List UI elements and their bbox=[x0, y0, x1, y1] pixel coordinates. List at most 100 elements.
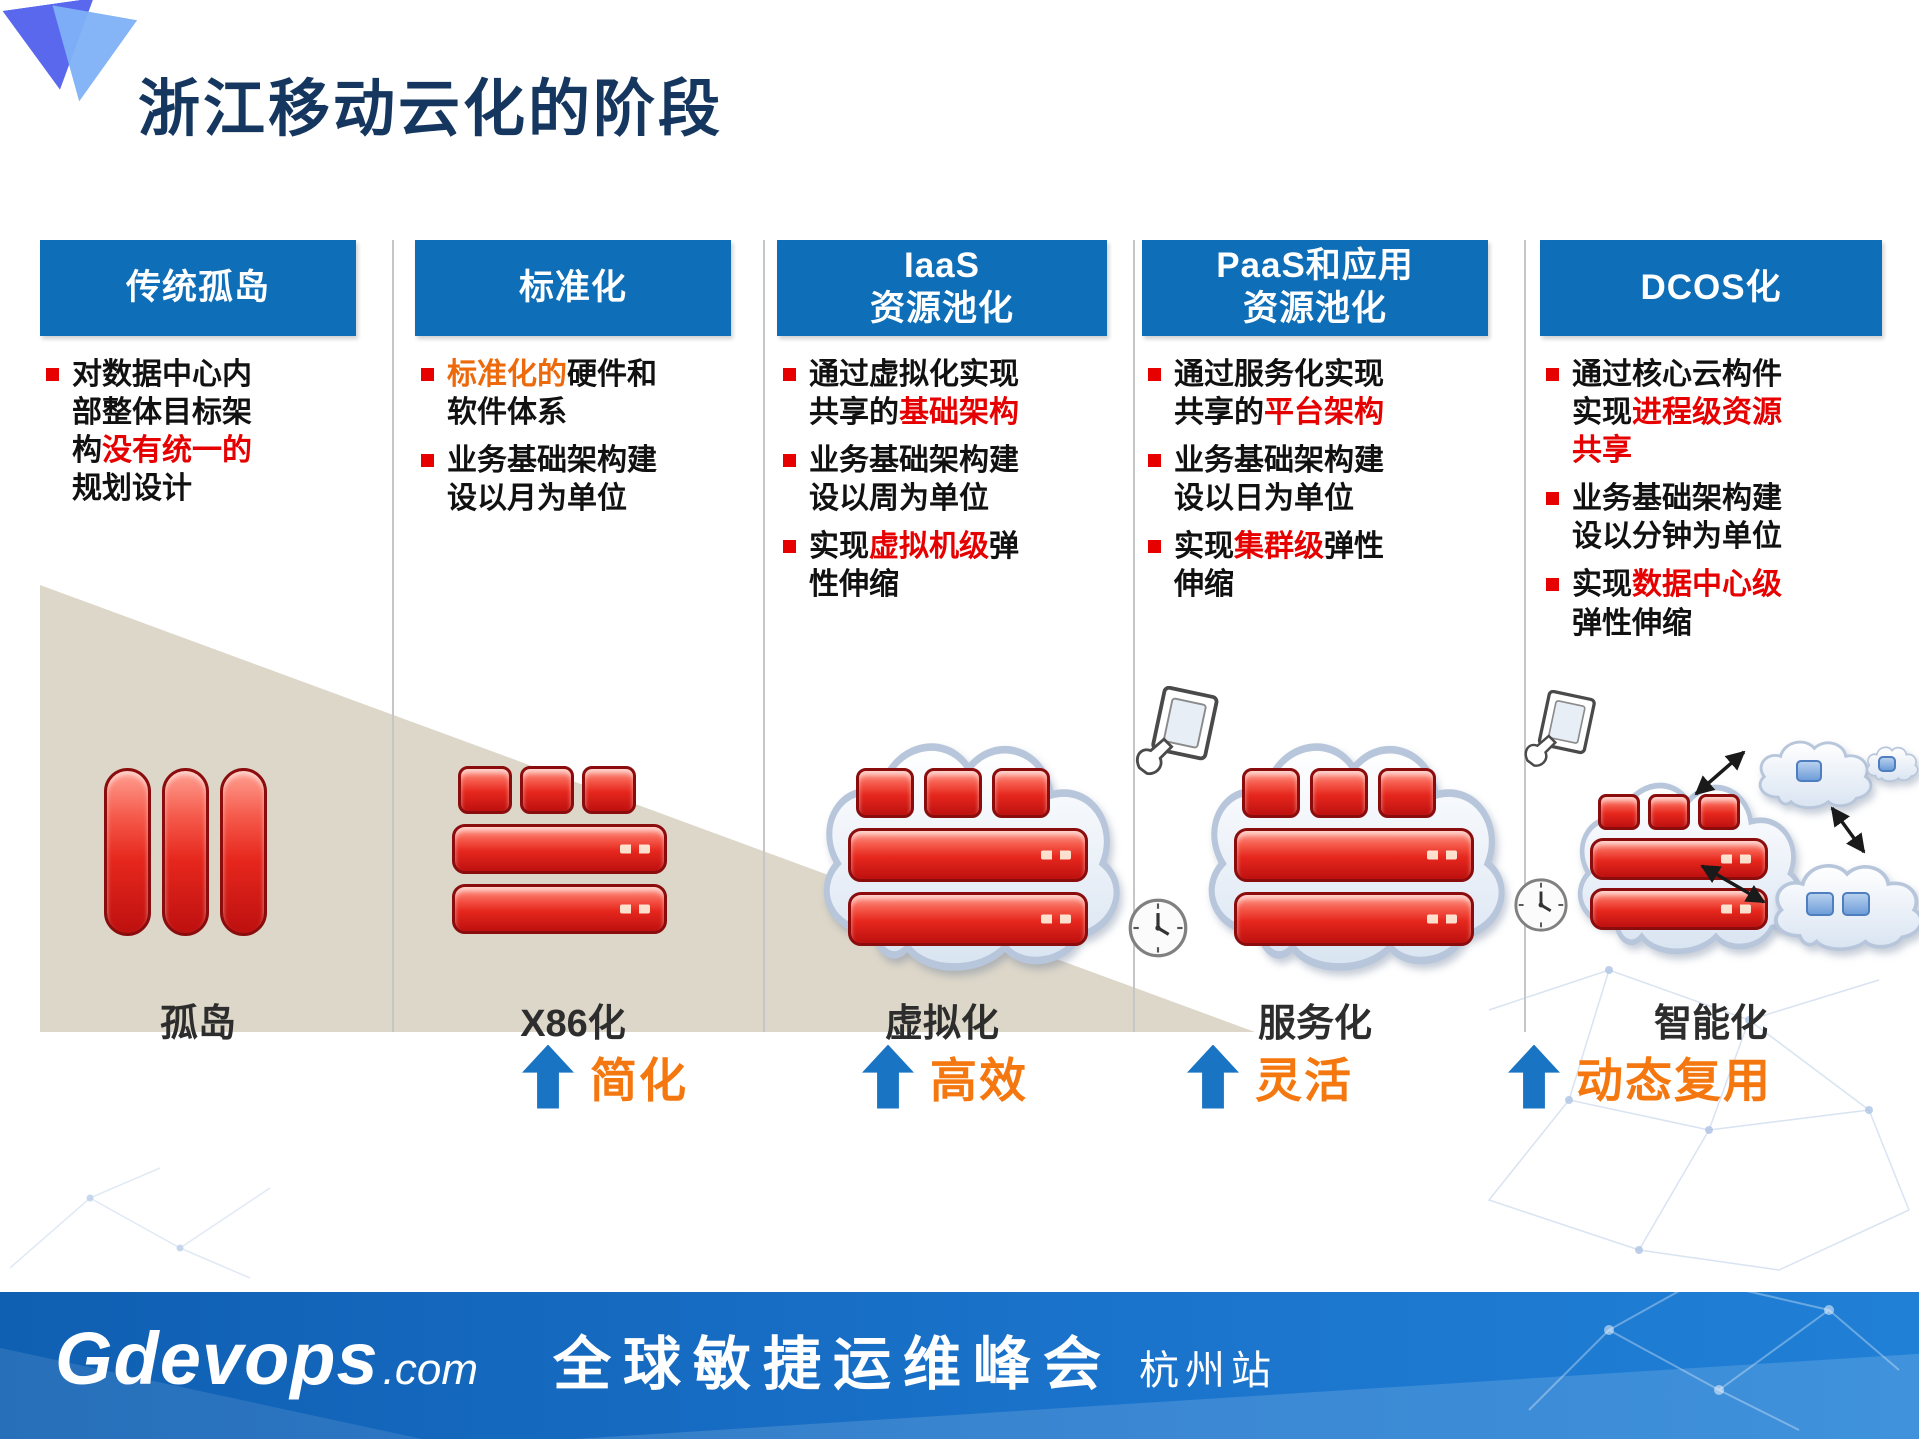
up-arrow-icon bbox=[1187, 1044, 1239, 1109]
plain-text: 硬件和软件体系 bbox=[447, 358, 657, 430]
brand-logo-text: Gdevops bbox=[55, 1317, 379, 1400]
bullet-marker-icon bbox=[1148, 454, 1161, 468]
server-bar-icon bbox=[1234, 892, 1474, 946]
server-block-icon bbox=[924, 768, 982, 818]
bullet-text: 实现集群级弹性伸缩 bbox=[1174, 528, 1396, 604]
plain-text: 实现 bbox=[1174, 530, 1234, 564]
stage-bullets: 标准化的硬件和软件体系业务基础架构建设以月为单位 bbox=[415, 356, 731, 518]
banner-network-pattern bbox=[1528, 1278, 1900, 1431]
stage-column-traditional: 传统孤岛 对数据中心内部整体目标架构没有统一的规划设计 孤岛 bbox=[40, 240, 356, 1120]
clock-icon bbox=[1514, 878, 1568, 932]
bullet-marker-icon bbox=[46, 368, 59, 381]
bullet-text: 实现数据中心级弹性伸缩 bbox=[1572, 566, 1794, 642]
stage-bullets: 通过服务化实现共享的平台架构业务基础架构建设以日为单位实现集群级弹性伸缩 bbox=[1142, 356, 1488, 605]
red-pillar-icon bbox=[104, 768, 151, 936]
bullet-item: 业务基础架构建设以周为单位 bbox=[777, 442, 1107, 518]
column-divider bbox=[392, 240, 394, 1032]
stage-header: 传统孤岛 bbox=[40, 240, 356, 336]
server-block-icon bbox=[1698, 794, 1740, 830]
bullet-item: 通过虚拟化实现共享的基础架构 bbox=[777, 356, 1107, 432]
bullet-text: 业务基础架构建设以日为单位 bbox=[1174, 442, 1396, 518]
plain-text: 规划设计 bbox=[72, 472, 192, 506]
bullet-marker-icon bbox=[421, 454, 434, 468]
server-block-icon bbox=[1378, 768, 1436, 818]
bullet-item: 实现集群级弹性伸缩 bbox=[1142, 528, 1488, 604]
stage-header: DCOS化 bbox=[1540, 240, 1882, 336]
highlight-text: 基础架构 bbox=[899, 396, 1019, 430]
bullet-text: 业务基础架构建设以分钟为单位 bbox=[1572, 480, 1794, 556]
stage-column-iaas-pooling: IaaS 资源池化 通过虚拟化实现共享的基础架构业务基础架构建设以周为单位实现虚… bbox=[777, 240, 1107, 1120]
bullet-text: 通过核心云构件实现进程级资源共享 bbox=[1572, 356, 1794, 470]
event-tagline: 全球敏捷运维峰会 bbox=[553, 1330, 1114, 1398]
bullet-marker-icon bbox=[783, 454, 796, 468]
server-block-icon bbox=[520, 766, 574, 814]
brand-domain-suffix: .com bbox=[382, 1345, 478, 1394]
bullet-text: 业务基础架构建设以周为单位 bbox=[809, 442, 1031, 518]
bullet-item: 通过核心云构件实现进程级资源共享 bbox=[1540, 356, 1882, 470]
page-title: 浙江移动云化的阶段 bbox=[138, 74, 724, 144]
plain-text: 业务基础架构建设以周为单位 bbox=[809, 444, 1019, 516]
bullet-item: 标准化的硬件和软件体系 bbox=[415, 356, 731, 432]
highlight-text: 平台架构 bbox=[1264, 396, 1384, 430]
bullet-item: 实现数据中心级弹性伸缩 bbox=[1540, 566, 1882, 642]
column-divider bbox=[1524, 240, 1526, 1032]
bullet-marker-icon bbox=[1148, 368, 1161, 381]
bullet-marker-icon bbox=[1546, 578, 1559, 592]
server-bar-icon bbox=[848, 828, 1088, 882]
plain-text: 弹性伸缩 bbox=[809, 530, 1019, 602]
monitor-hand-icon bbox=[1135, 686, 1219, 776]
highlight-text: 进程级资源共享 bbox=[1572, 396, 1782, 468]
stage-header: PaaS和应用 资源池化 bbox=[1142, 240, 1488, 336]
server-block-icon bbox=[458, 766, 512, 814]
plain-text: 弹性伸缩 bbox=[1572, 606, 1692, 640]
stage-bullets: 对数据中心内部整体目标架构没有统一的规划设计 bbox=[40, 356, 356, 508]
column-divider bbox=[1133, 240, 1135, 1032]
bullet-item: 业务基础架构建设以日为单位 bbox=[1142, 442, 1488, 518]
footer-content: Gdevops .com 全球敏捷运维峰会 杭州站 bbox=[0, 1292, 1919, 1401]
plain-text: 业务基础架构建设以分钟为单位 bbox=[1572, 482, 1782, 554]
bullet-marker-icon bbox=[421, 368, 434, 381]
up-arrow-icon bbox=[1508, 1044, 1560, 1109]
background-network-pattern bbox=[9, 1167, 271, 1279]
bullet-item: 业务基础架构建设以月为单位 bbox=[415, 442, 731, 518]
stage-header: IaaS 资源池化 bbox=[777, 240, 1107, 336]
highlight-text: 标准化的 bbox=[447, 358, 567, 391]
bullet-marker-icon bbox=[1546, 368, 1559, 381]
highlight-text: 虚拟机级 bbox=[869, 530, 989, 564]
transition-simplify: 简化 bbox=[522, 1042, 688, 1111]
clock-icon bbox=[1128, 898, 1188, 958]
server-block-icon bbox=[1598, 794, 1640, 830]
transition-efficient: 高效 bbox=[862, 1042, 1028, 1111]
server-bar-icon bbox=[848, 892, 1088, 946]
bullet-marker-icon bbox=[783, 540, 796, 554]
transition-caption: 动态复用 bbox=[1576, 1054, 1772, 1107]
bullet-item: 实现虚拟机级弹性伸缩 bbox=[777, 528, 1107, 604]
bullet-marker-icon bbox=[1546, 492, 1559, 506]
bullet-text: 标准化的硬件和软件体系 bbox=[447, 356, 669, 432]
monitor-hand-icon bbox=[1524, 690, 1596, 767]
chip-icon bbox=[1806, 892, 1834, 916]
stage-bullets: 通过核心云构件实现进程级资源共享业务基础架构建设以分钟为单位实现数据中心级弹性伸… bbox=[1540, 356, 1882, 643]
server-block-icon bbox=[992, 768, 1050, 818]
bullet-text: 通过服务化实现共享的平台架构 bbox=[1174, 356, 1396, 432]
server-bar-icon bbox=[1590, 888, 1768, 930]
plain-text: 实现 bbox=[1572, 568, 1632, 602]
plain-text: 对数据中心内部整体目标架构 bbox=[72, 358, 252, 468]
server-block-icon bbox=[1648, 794, 1690, 830]
stage-bullets: 通过虚拟化实现共享的基础架构业务基础架构建设以周为单位实现虚拟机级弹性伸缩 bbox=[777, 356, 1107, 605]
plain-text: 业务基础架构建设以月为单位 bbox=[447, 444, 657, 516]
column-divider bbox=[763, 240, 765, 1032]
server-block-icon bbox=[582, 766, 636, 814]
chip-icon bbox=[1842, 892, 1870, 916]
stage-label: 智能化 bbox=[1653, 1003, 1768, 1045]
stage-label: 孤岛 bbox=[159, 1003, 236, 1045]
bullet-item: 通过服务化实现共享的平台架构 bbox=[1142, 356, 1488, 432]
plain-text: 通过核心云构件实现 bbox=[1572, 358, 1782, 430]
bullet-text: 对数据中心内部整体目标架构没有统一的规划设计 bbox=[72, 356, 264, 508]
red-pillar-icon bbox=[220, 768, 267, 936]
server-block-icon bbox=[856, 768, 914, 818]
highlight-text: 没有统一的 bbox=[102, 434, 252, 468]
event-location: 杭州站 bbox=[1139, 1348, 1278, 1394]
